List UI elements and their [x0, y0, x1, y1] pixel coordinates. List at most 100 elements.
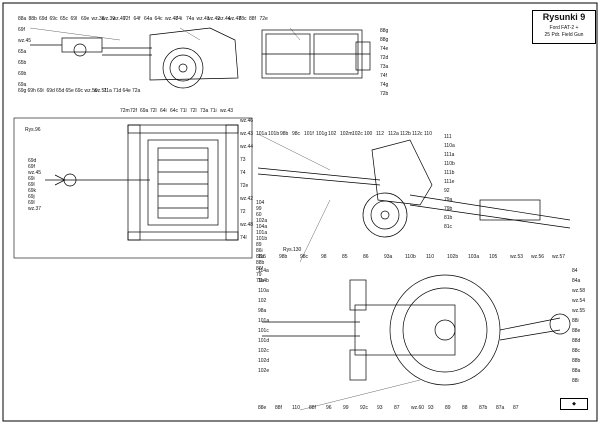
part-label: wz.45: [28, 170, 42, 176]
part-label: 114b: [258, 278, 269, 284]
part-label: 69k: [28, 188, 37, 194]
part-label: 72m: [120, 108, 130, 114]
part-label: 98b: [280, 131, 289, 137]
part-label: 102: [258, 298, 267, 304]
part-label: 65b: [18, 60, 27, 66]
part-label: 87: [513, 405, 519, 411]
part-label: 87: [394, 405, 400, 411]
part-label: 73: [240, 157, 246, 163]
part-label: 72d: [380, 55, 389, 61]
part-label: 69f: [28, 164, 35, 170]
part-label: 98a: [258, 308, 267, 314]
part-label: 64i: [160, 108, 167, 114]
part-label: 89: [445, 405, 451, 411]
part-label: 93: [428, 405, 434, 411]
part-label: 114a: [258, 268, 269, 274]
part-label: 101c: [258, 328, 269, 334]
part-label: 65d: [56, 88, 65, 94]
part-label: 74a: [186, 16, 195, 22]
part-label: wz.40: [112, 16, 126, 22]
part-label: 104: [256, 200, 265, 206]
part-label: wz.60: [411, 405, 425, 411]
part-label: 72: [240, 209, 246, 215]
part-label: wz.58: [572, 288, 586, 294]
part-label: 69c: [75, 88, 84, 94]
part-label: 112b: [400, 131, 411, 137]
part-label: 69i: [37, 88, 44, 94]
part-label: 69f: [18, 27, 25, 33]
part-label: 99: [343, 405, 349, 411]
part-label: 88a: [572, 368, 581, 374]
part-label: 69l: [70, 16, 78, 22]
part-label: 74f: [380, 73, 387, 79]
part-label: 79a: [256, 278, 265, 284]
part-label: 88i: [572, 318, 579, 324]
part-label: 111: [444, 134, 452, 140]
part-label: wz.47: [228, 16, 242, 22]
sheet-subtitle-gun: 25 Pdr. Field Gun: [544, 32, 584, 38]
part-label: 101f: [304, 131, 314, 137]
part-label: 88c: [572, 348, 581, 354]
part-label: 72e: [259, 16, 268, 22]
part-label: 102c: [258, 348, 269, 354]
part-label: 65c: [60, 16, 69, 22]
part-label: wz.55: [572, 308, 586, 314]
sheet-subtitle-vehicle: Ford FAT-2 +: [549, 25, 579, 31]
part-label: 110: [292, 405, 300, 411]
part-label: wz.48: [240, 222, 254, 228]
part-label: 112c: [412, 131, 423, 137]
part-label: 72l: [150, 108, 157, 114]
part-label: 64c: [170, 108, 179, 114]
part-label: 72a: [132, 88, 141, 94]
part-label: 112a: [388, 131, 399, 137]
part-label: 64c: [154, 16, 163, 22]
part-label: 81b: [444, 215, 453, 221]
part-label: 100: [364, 131, 373, 137]
figure-label-rys130: Rys.130: [283, 247, 302, 253]
tractor-top-view: [261, 29, 371, 79]
part-label: 88e: [572, 328, 581, 334]
part-label: 88b: [28, 16, 37, 22]
part-label: 81c: [444, 224, 453, 230]
part-label: 104a: [256, 224, 268, 230]
part-label: 110b: [444, 161, 455, 167]
tractor-side-view: [30, 27, 239, 89]
part-label: wz.43: [220, 108, 234, 114]
part-label: 64e: [122, 88, 131, 94]
part-label: 101b: [256, 236, 268, 242]
part-label: 88i: [572, 378, 579, 384]
part-label: 98b: [279, 254, 288, 260]
part-label: 69h: [27, 88, 36, 94]
part-label: 88g: [380, 37, 389, 43]
part-label: 79a: [444, 197, 453, 203]
part-label: 111a: [444, 152, 455, 158]
part-label: 102: [328, 131, 337, 137]
part-label: wz.41: [196, 16, 210, 22]
part-label: 110b: [405, 254, 416, 260]
part-label: 85: [342, 254, 348, 260]
part-label: wz.57: [552, 254, 566, 260]
part-label: wz.42: [240, 196, 254, 202]
leader-lines: [29, 27, 421, 411]
part-label: 101a: [256, 230, 268, 236]
part-label: 88c: [238, 16, 247, 22]
part-label: 69d: [39, 16, 48, 22]
part-label: 112: [376, 131, 384, 137]
part-label: wz.37: [28, 206, 42, 212]
part-label: 64f: [133, 16, 141, 22]
part-label: 102c: [352, 131, 363, 137]
part-label: 69j: [28, 194, 35, 200]
part-label: 87a: [496, 405, 505, 411]
part-label: 88g: [380, 28, 389, 34]
part-label: 74g: [380, 82, 389, 88]
part-label: 65e: [65, 88, 74, 94]
field-gun-side-view: [257, 139, 571, 238]
part-label: 88b: [256, 260, 265, 266]
part-label: 72l: [190, 108, 197, 114]
part-label: 110: [426, 254, 434, 260]
part-label: wz.51: [94, 88, 108, 94]
part-label: 102a: [256, 218, 268, 224]
part-label: 101g: [316, 131, 328, 137]
part-label: 96: [326, 405, 332, 411]
